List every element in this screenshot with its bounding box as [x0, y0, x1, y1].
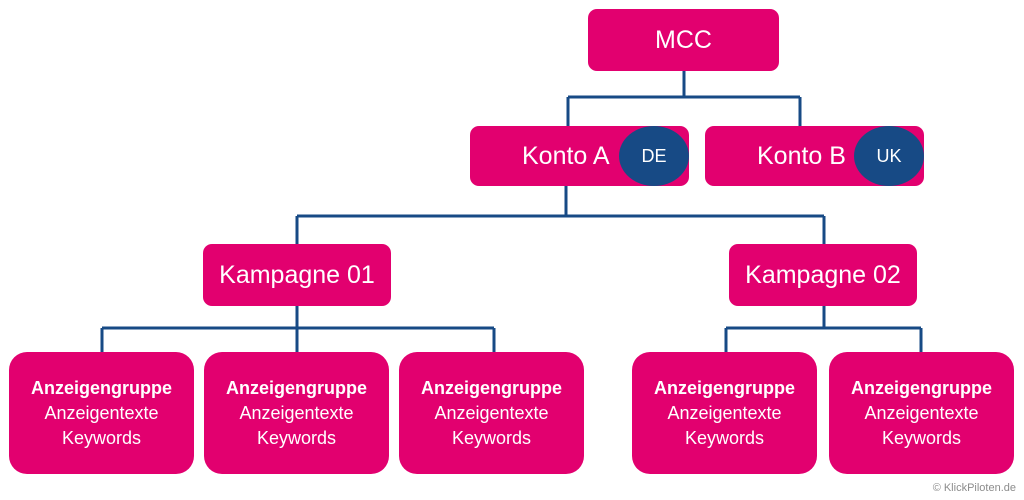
ad-group-title: Anzeigengruppe: [850, 377, 992, 398]
ad-group-keywords: Keywords: [61, 427, 142, 448]
connector-kampagne-02-to-groups: [724, 306, 923, 352]
mcc-node: MCC: [588, 9, 779, 71]
konto-a-label: Konto A: [522, 141, 610, 170]
kampagne-01-node: Kampagne 01: [203, 244, 391, 306]
ad-group-1: Anzeigengruppe Anzeigentexte Keywords: [9, 352, 194, 474]
konto-a-country-badge: DE: [619, 126, 689, 186]
ad-group-keywords: Keywords: [256, 427, 337, 448]
ad-group-ads: Anzeigentexte: [667, 402, 782, 423]
kampagne-02-node: Kampagne 02: [729, 244, 917, 306]
ad-group-title: Anzeigengruppe: [420, 377, 562, 398]
ad-group-title: Anzeigengruppe: [653, 377, 795, 398]
ad-group-ads: Anzeigentexte: [239, 402, 354, 423]
ad-group-title: Anzeigengruppe: [225, 377, 367, 398]
ad-group-title: Anzeigengruppe: [30, 377, 172, 398]
connector-konto-a-to-campaigns: [295, 186, 826, 244]
ad-group-ads: Anzeigentexte: [434, 402, 549, 423]
konto-b-label: Konto B: [757, 141, 846, 170]
ad-group-3: Anzeigengruppe Anzeigentexte Keywords: [399, 352, 584, 474]
kampagne-02-label: Kampagne 02: [745, 260, 901, 289]
ad-group-keywords: Keywords: [451, 427, 532, 448]
ad-group-5: Anzeigengruppe Anzeigentexte Keywords: [829, 352, 1014, 474]
ad-group-4: Anzeigengruppe Anzeigentexte Keywords: [632, 352, 817, 474]
ad-group-ads: Anzeigentexte: [864, 402, 979, 423]
mcc-label: MCC: [655, 25, 712, 54]
ad-group-ads: Anzeigentexte: [44, 402, 159, 423]
ad-group-keywords: Keywords: [684, 427, 765, 448]
connector-mcc-to-accounts: [566, 71, 802, 126]
copyright-text: © KlickPiloten.de: [932, 482, 1016, 494]
connector-kampagne-01-to-groups: [100, 306, 496, 352]
konto-b-node: Konto B UK: [705, 126, 924, 186]
kampagne-01-label: Kampagne 01: [219, 260, 375, 289]
konto-b-country-badge: UK: [854, 126, 924, 186]
ad-group-2: Anzeigengruppe Anzeigentexte Keywords: [204, 352, 389, 474]
konto-a-node: Konto A DE: [470, 126, 689, 186]
ad-group-keywords: Keywords: [881, 427, 962, 448]
